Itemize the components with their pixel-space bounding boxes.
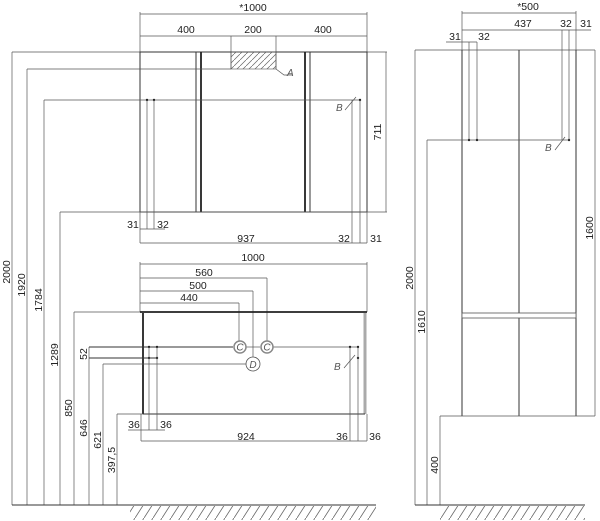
vanity-dim-560: 560 xyxy=(195,267,213,279)
mirror-left-offset-2: 32 xyxy=(157,219,169,231)
mirror-right-offset-1: 32 xyxy=(338,233,350,245)
side-height-1600: 1600 xyxy=(584,216,596,240)
mirror-cabinet-front: *1000 400 200 400 A B 711 31 32 937 xyxy=(12,2,387,245)
side-height-2000: 2000 xyxy=(404,266,416,290)
side-inner-width: 437 xyxy=(514,18,532,30)
height-1289: 1289 xyxy=(49,343,61,367)
label-b-mirror: B xyxy=(336,103,343,114)
side-height-400: 400 xyxy=(429,456,441,474)
vanity-dim-440: 440 xyxy=(180,292,198,304)
side-left-offset-1: 31 xyxy=(449,31,461,43)
connection-c-right: C xyxy=(260,340,274,354)
floor-right xyxy=(440,506,585,520)
vanity-width-label: 1000 xyxy=(241,252,265,264)
height-397-5: 397,5 xyxy=(106,447,118,473)
mirror-segment-left: 400 xyxy=(177,24,195,36)
mirror-segment-right: 400 xyxy=(314,24,332,36)
mirror-inner-width: 937 xyxy=(237,233,255,245)
label-b-side: B xyxy=(545,143,552,154)
height-850: 850 xyxy=(63,399,75,417)
side-right-offset-2: 31 xyxy=(580,18,592,30)
vanity-dim-500: 500 xyxy=(189,280,207,292)
drain-d: D xyxy=(245,356,261,372)
height-2000: 2000 xyxy=(1,260,13,284)
side-height-1610: 1610 xyxy=(416,310,428,334)
mirror-height-label: 711 xyxy=(372,123,384,140)
shelf xyxy=(461,312,577,319)
height-1784: 1784 xyxy=(33,288,45,312)
floor-left xyxy=(12,504,376,520)
mirror-right-offset-2: 31 xyxy=(370,233,382,245)
vanity-right-offset-1: 36 xyxy=(336,431,348,443)
side-right-offset-1: 32 xyxy=(560,18,572,30)
vanity-right-offset-2: 36 xyxy=(369,431,381,443)
height-646: 646 xyxy=(78,419,90,437)
label-b-vanity: B xyxy=(334,362,341,373)
light-fixture-hatch xyxy=(230,51,277,70)
mirror-segment-middle: 200 xyxy=(244,24,262,36)
vanity-left-offset-1: 36 xyxy=(128,419,140,431)
vanity-inner-width: 924 xyxy=(237,431,255,443)
height-621: 621 xyxy=(92,431,104,449)
vanity-left-offset-2: 36 xyxy=(160,419,172,431)
svg-text:C: C xyxy=(263,343,271,354)
height-52: 52 xyxy=(78,348,90,360)
vertical-dimensions: 2000 1920 1784 1289 850 646 621 397,5 52 xyxy=(1,52,118,505)
label-a: A xyxy=(286,68,294,79)
connection-c-left: C xyxy=(233,340,247,354)
mirror-left-offset-1: 31 xyxy=(127,219,139,231)
svg-text:D: D xyxy=(249,360,256,371)
svg-text:C: C xyxy=(236,343,244,354)
vanity-front: 1000 560 500 440 C C D xyxy=(74,252,381,443)
side-left-offset-2: 32 xyxy=(478,31,490,43)
tall-cabinet-side: *500 437 32 31 31 32 B 1600 2000 1610 40… xyxy=(404,1,596,520)
mirror-width-label: *1000 xyxy=(239,2,267,14)
height-1920: 1920 xyxy=(16,273,28,297)
side-width-label: *500 xyxy=(517,1,539,13)
